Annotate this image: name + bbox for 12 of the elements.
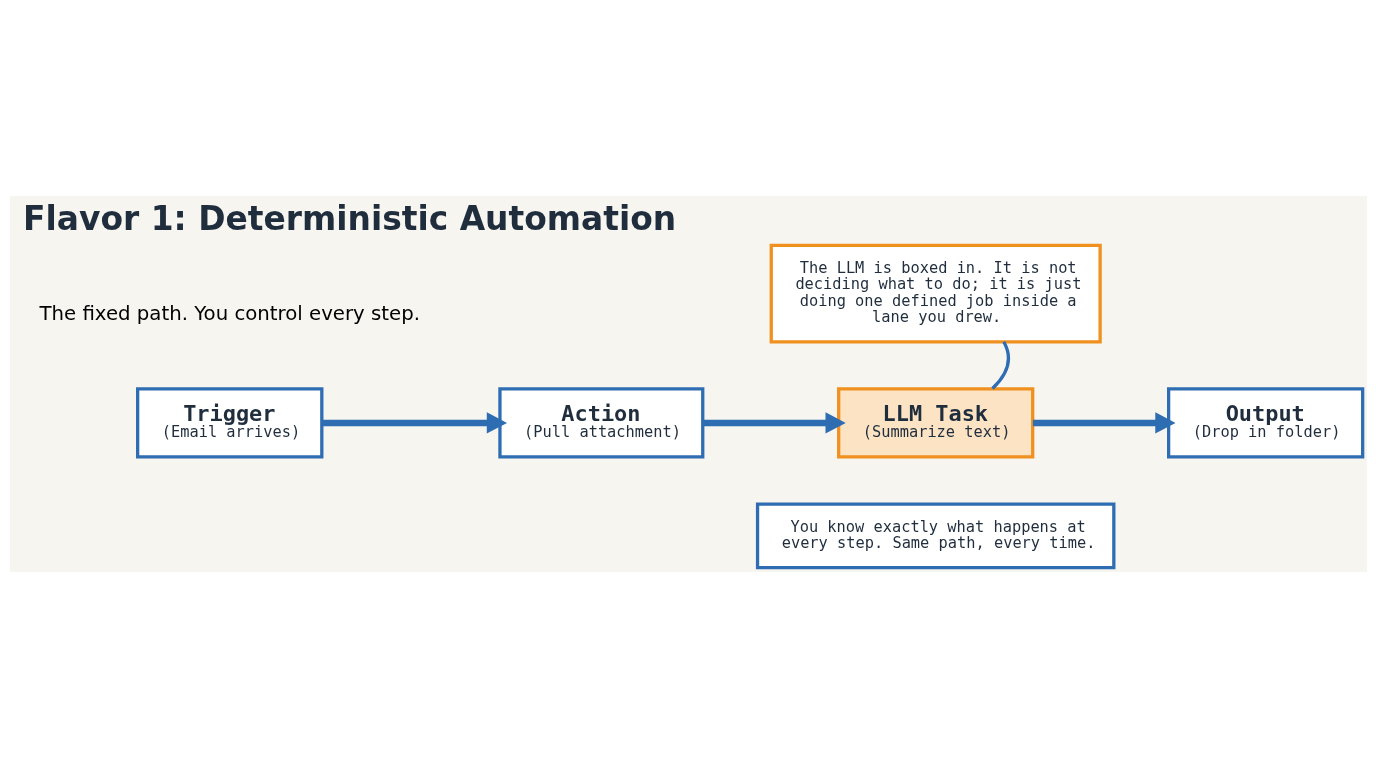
arrow xyxy=(321,412,507,434)
node-box: Trigger (Email arrives) xyxy=(135,387,323,459)
arrow xyxy=(1032,412,1175,434)
arrow xyxy=(702,412,846,434)
node-box: LLM Task (Summarize text) xyxy=(836,387,1034,459)
node-box: Action (Pull attachment) xyxy=(497,387,704,459)
node-box: You know exactly what happens at every step. Same path, every time. xyxy=(755,502,1115,570)
diagram-title: Flavor 1: Deterministic Automation xyxy=(22,198,676,238)
node-box: The LLM is boxed in. It is not deciding what to do; it is just doing one defined job inside a lane you drew. xyxy=(769,243,1102,344)
label: The fixed path. You control every step. xyxy=(38,302,420,326)
node-box: Output (Drop in folder) xyxy=(1166,387,1364,459)
connector xyxy=(990,341,1010,390)
